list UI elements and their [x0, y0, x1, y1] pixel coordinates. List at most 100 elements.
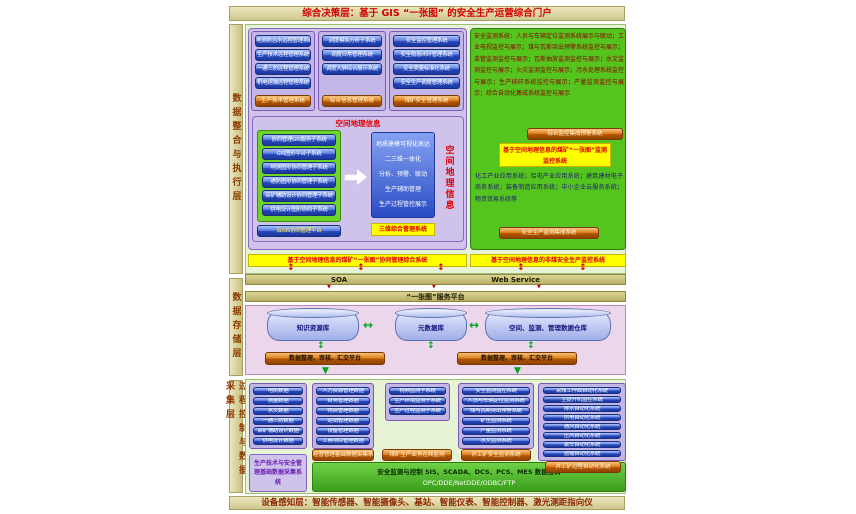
- architecture-diagram: 综合决策层：基于 GIS “一张图” 的安全生产运营综合门户 数据整合与执行层 …: [224, 4, 629, 510]
- system-node: 机电运输远程管理系统: [255, 77, 311, 89]
- left-right-arrow-icon: ↔: [363, 318, 374, 332]
- business-data-box: 人力资源管理数据 财务管理数据 物资管理数据 运销管理数据 设备管理数据 工商项…: [312, 383, 374, 449]
- down-arrow-icon: ▼: [432, 284, 436, 290]
- cylinder-top: [395, 308, 467, 318]
- data-node: 产量监测系统: [462, 427, 530, 435]
- data-audit-platform-left: 数据整理、审核、汇交平台: [265, 352, 385, 365]
- dispatch-systems-box: 调度模拟分析子系统 调度日常管理系统 调度大屏综合展示系统 综合信息管理系统: [318, 31, 386, 111]
- system-node-highlight: 综合信息管理系统: [322, 95, 382, 107]
- system-node: 协同管理GIS服务子系统: [261, 134, 337, 146]
- db-metadata: 元数据库: [395, 308, 467, 341]
- data-node: 工商项目管理数据: [316, 437, 370, 445]
- layer-label-integration: 数据整合与执行层: [229, 24, 243, 274]
- db-knowledge: 知识资源库: [267, 308, 359, 341]
- gis-subsystems-box: 协同管理GIS服务子系统 GIS图形平台子系统 地测图形协同管理子系统 通防图形…: [257, 130, 341, 222]
- system-node: 安全监控管理系统: [393, 35, 460, 47]
- data-node: 设备管理数据: [316, 427, 370, 435]
- capability-item: 分析、预警、联动: [378, 171, 427, 178]
- system-node: 采矿辅助设计协同管理子系统: [261, 190, 337, 202]
- cylinder-top: [485, 308, 611, 318]
- gis-title: 空间地理信息: [335, 119, 381, 128]
- up-down-arrow-icon: ↕: [437, 263, 445, 273]
- cloud-gis-platform-node: 云GIS协同管理平台: [257, 225, 341, 237]
- interface-line1: 安全监测与控制 SIS、SCADA、DCS、PCS、MES 数据接口: [377, 468, 561, 476]
- up-down-arrow-icon: ↕: [427, 341, 435, 351]
- up-down-arrow-icon: ↕: [287, 263, 295, 273]
- system-node: 供电设计图形协同子系统: [261, 204, 337, 216]
- safety-mgmt-systems-box: 安全监控管理系统 安全隐患闭环管理系统 安全质量标准化系统 安全生产调度管理系统…: [389, 31, 464, 111]
- data-node: 压风自动化系统: [542, 432, 622, 439]
- gis-onemap-bottom-bar: 基于空间地理信息的煤矿“一张图”协同管理综合系统: [248, 254, 467, 267]
- cylinder-top: [267, 308, 359, 318]
- layer-label-storage: 数据存储层: [229, 278, 243, 376]
- data-node: 运输自动化系统: [542, 450, 622, 457]
- system-node: 生产技术远程管理系统: [255, 49, 311, 61]
- bottom-banner: 设备感知层：智能传感器、智能摄像头、基站、智能仪表、智能控制器、激光测距指向仪: [229, 496, 625, 510]
- web-service-label: Web Service: [491, 276, 540, 284]
- system-node: 地测图形协同管理子系统: [261, 162, 337, 174]
- capability-item: 地质建模可视化表达: [375, 141, 430, 148]
- data-node: 视频监测子系统: [389, 387, 446, 395]
- down-arrow-icon: ▼: [537, 284, 541, 290]
- gis-vertical-label-text: 空间地理信息: [443, 145, 454, 211]
- data-node: 安全监测监控系统: [462, 387, 530, 395]
- flow-arrow: [344, 169, 367, 185]
- warning-system-node: 综合监控集成预警系统: [527, 128, 623, 140]
- data-node: 人员与车辆定位监测系统: [462, 397, 530, 405]
- automation-box: 采煤工作面自动化系统 主提升机监控系统 排水自动化系统 供电自动化系统 通风自动…: [538, 383, 626, 461]
- data-node: 财务管理数据: [316, 397, 370, 405]
- gis-box: 空间地理信息 协同管理GIS服务子系统 GIS图形平台子系统 地测图形协同管理子…: [252, 116, 464, 242]
- safety-monitor-text: 安全监测系统：人员与车辆定位监测系统展示与联动；工业电视监控与展示；煤与瓦斯突出…: [474, 33, 624, 97]
- down-arrow-icon: ▼: [327, 284, 331, 290]
- layer-label-process: 过程控制与数据采集层: [224, 380, 247, 493]
- data-node: 装车自动化系统: [542, 441, 622, 448]
- process-automation-node: 井工矿过程自动化系统: [545, 461, 621, 473]
- system-node: 一通三防远程管理系统: [255, 63, 311, 75]
- system-node: 地测防治水远程管理系统: [255, 35, 311, 47]
- soa-label: SOA: [331, 276, 348, 284]
- mine-safety-monitor-node: 井工矿安全监测系统: [461, 449, 531, 461]
- data-node: 采矿辅助设计数据: [253, 427, 303, 435]
- data-node: 一通三防数据: [253, 417, 303, 425]
- layer-label-process-text: 过程控制与数据采集层: [224, 381, 247, 479]
- noncoal-safety-bottom-bar: 基于空间地理信息的非煤安全生产监控系统: [470, 254, 626, 267]
- safety-monitor-box: 安全监测系统：人员与车辆定位监测系统展示与联动；工业电视监控与展示；煤与瓦斯突出…: [470, 28, 626, 250]
- up-down-arrow-icon: ↕: [517, 263, 525, 273]
- system-node-highlight: 煤矿安全管理系统: [393, 95, 460, 107]
- production-remote-systems-box: 地测防治水远程管理系统 生产技术远程管理系统 一通三防远程管理系统 机电运输远程…: [251, 31, 315, 111]
- up-down-arrow-icon: ↕: [317, 341, 325, 351]
- data-node: 煤与瓦斯突出预警系统: [462, 407, 530, 415]
- db-warehouse: 空间、监测、管理数据仓库: [485, 308, 611, 341]
- top-banner: 综合决策层：基于 GIS “一张图” 的安全生产运营综合门户: [229, 6, 625, 21]
- viewer-system-node: 三维综合管理系统: [371, 223, 435, 236]
- data-node: 运销管理数据: [316, 417, 370, 425]
- safety-monitor-data-box: 安全监测监控系统 人员与车辆定位监测系统 煤与瓦斯突出预警系统 矿压监测系统 产…: [458, 383, 534, 449]
- down-arrow-icon: ▼: [514, 366, 521, 376]
- data-node: 采煤工作面自动化系统: [542, 387, 622, 394]
- data-node: 地质数据: [253, 387, 303, 395]
- geology-data-box: 地质数据 测量数据 水文数据 一通三防数据 采矿辅助设计数据 供电设计数据: [249, 383, 307, 449]
- onemap-platform-bar: “一张图”服务平台: [245, 291, 626, 302]
- data-node: 供电自动化系统: [542, 414, 622, 421]
- system-node: 通防图形协同管理子系统: [261, 176, 337, 188]
- down-arrow-icon: ▼: [322, 366, 329, 376]
- system-node-highlight: 生产技术管理系统: [255, 95, 311, 107]
- data-node: 物资管理数据: [316, 407, 370, 415]
- data-node: 人力资源管理数据: [316, 387, 370, 395]
- db-label: 知识资源库: [296, 324, 330, 332]
- data-node: 水文监测系统: [462, 437, 530, 445]
- data-audit-platform-right: 数据整理、审核、汇交平台: [457, 352, 577, 365]
- data-node: 测量数据: [253, 397, 303, 405]
- data-node: 水文数据: [253, 407, 303, 415]
- capability-item: 生产辅助管理: [384, 186, 421, 193]
- capability-item: 二三维一体化: [384, 156, 421, 163]
- system-node: 安全隐患闭环管理系统: [393, 49, 460, 61]
- gis-capabilities-box: 地质建模可视化表达 二三维一体化 分析、预警、联动 生产辅助管理 生产过程管控展…: [371, 132, 435, 218]
- data-node: 排水自动化系统: [542, 405, 622, 412]
- tech-safety-collection-box: 生产技术与安全管理基础数据采集系统: [249, 454, 307, 492]
- data-node: 供电设计数据: [253, 437, 303, 445]
- soa-bar: SOA Web Service: [245, 274, 626, 285]
- left-right-arrow-icon: ↔: [469, 318, 480, 332]
- layer-label-storage-text: 数据存储层: [230, 292, 241, 362]
- system-node: 安全质量标准化系统: [393, 63, 460, 75]
